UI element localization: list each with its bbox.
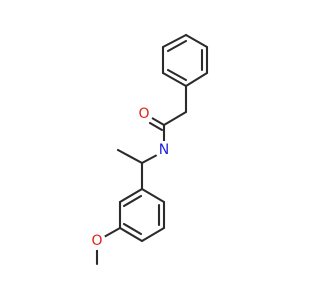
carbonyl-bond: [150, 116, 166, 127]
bond: [161, 71, 188, 88]
methoxyphenyl-ring: [95, 187, 166, 266]
double-bond-inner: [122, 222, 143, 236]
double-bond-inner: [166, 68, 188, 82]
carbonyl-oxygen-label: O: [138, 106, 149, 122]
bond: [118, 187, 144, 204]
methoxy-oxygen-label: O: [91, 233, 102, 249]
amide-nitrogen-label: N: [159, 142, 169, 158]
amide-chain: [116, 84, 188, 191]
bond: [118, 226, 144, 243]
carbonyl-bond: [148, 121, 164, 132]
atom-labels: O N O: [88, 105, 173, 250]
bond: [162, 110, 188, 127]
bond: [184, 71, 209, 88]
molecule-structure: O N O: [88, 33, 209, 266]
bond: [140, 187, 166, 204]
bond: [184, 33, 209, 49]
bond: [116, 148, 144, 165]
bond: [161, 33, 188, 49]
phenyl-ring: [161, 33, 209, 88]
bond: [140, 226, 166, 243]
bond: [102, 226, 122, 239]
double-bond-inner: [122, 194, 143, 208]
bond: [140, 153, 159, 165]
double-bond-inner: [166, 39, 188, 53]
